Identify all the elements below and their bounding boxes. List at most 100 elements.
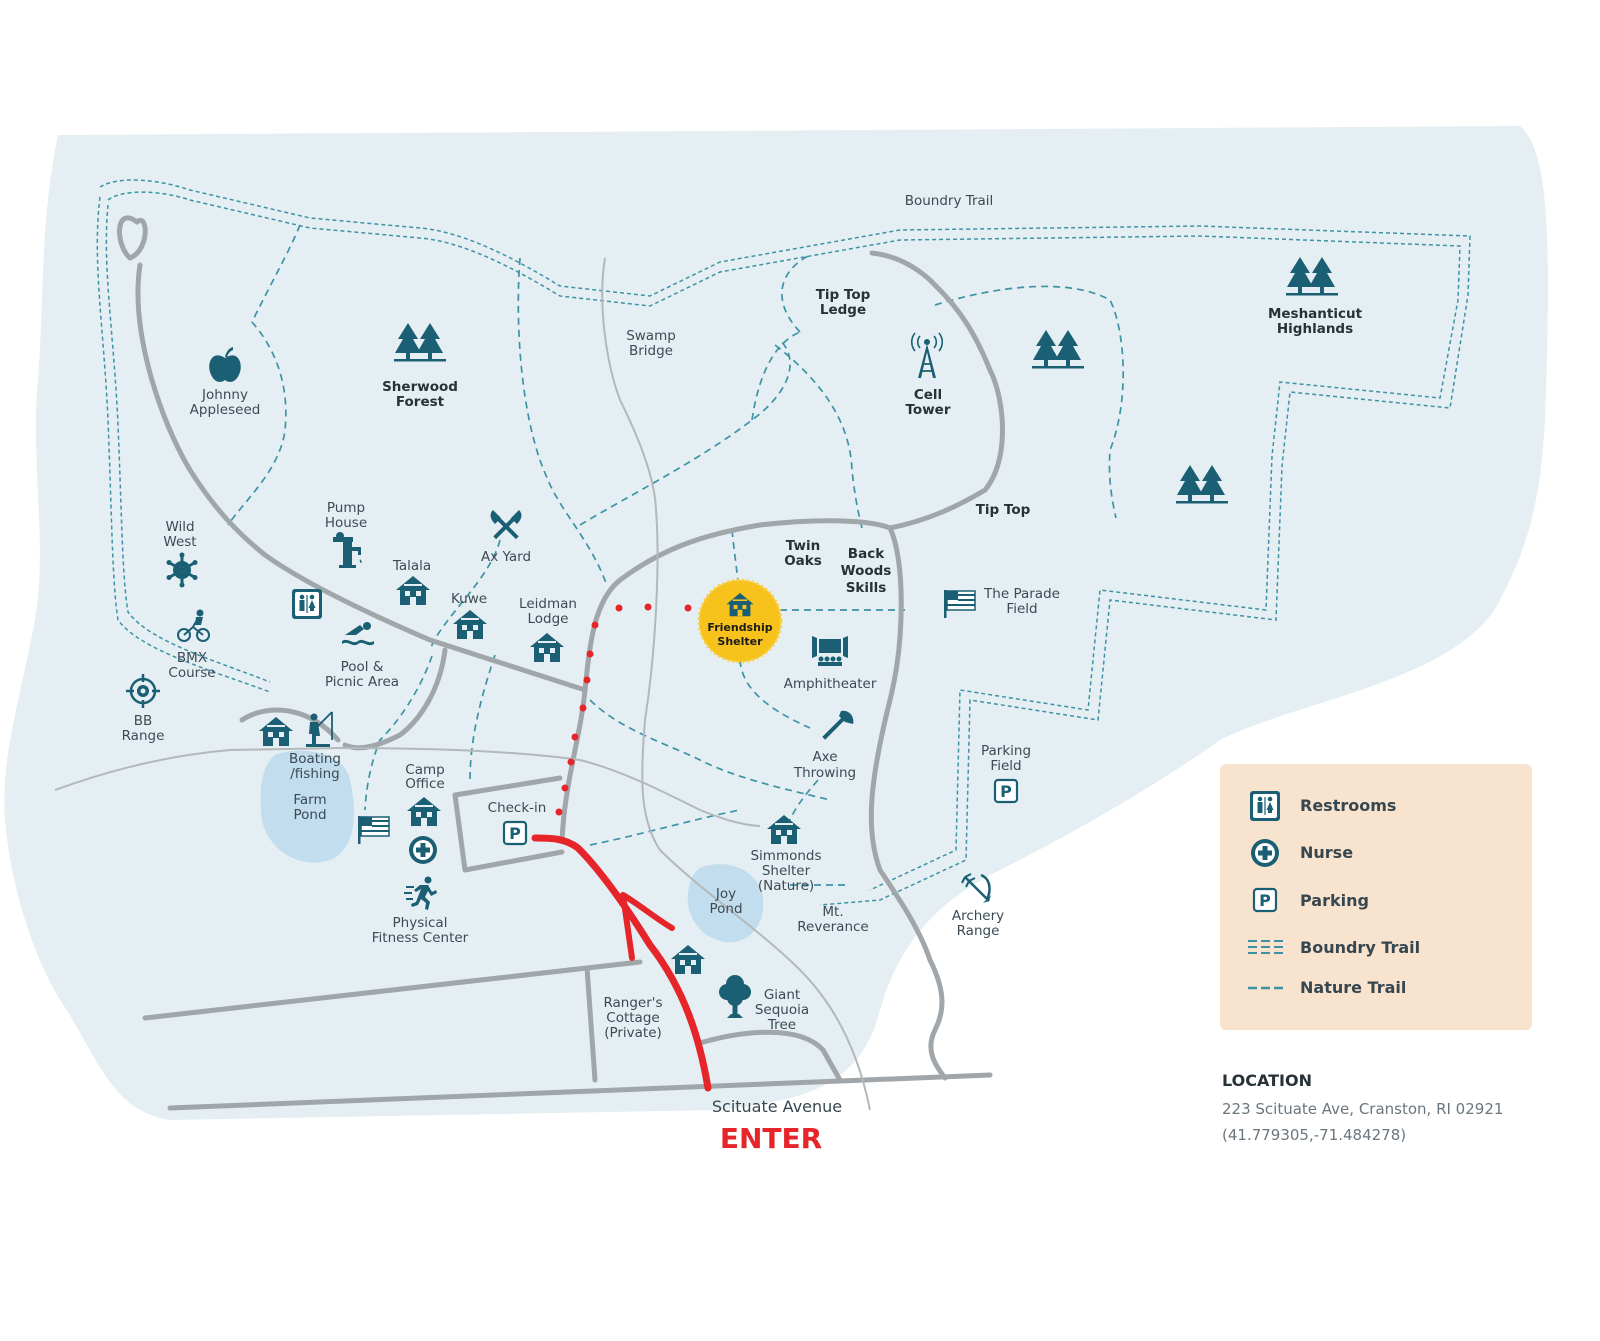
parking-field-parking-icon	[993, 778, 1019, 804]
location-coordinates: (41.779305,-71.484278)	[1222, 1126, 1406, 1144]
wild-west-label-1: Wild	[165, 519, 194, 535]
boundary-trail	[96, 179, 1471, 906]
bmx-label-1: BMX	[177, 650, 207, 666]
giant-sequoia-label-1: Giant	[764, 987, 800, 1003]
cell-tower-label-2: Tower	[906, 402, 951, 418]
legend-restrooms-label: Restrooms	[1300, 796, 1396, 815]
back-woods-label-3: Skills	[846, 580, 887, 596]
pool-picnic-label-2: Picnic Area	[325, 674, 399, 690]
joy-pond-label-2: Pond	[709, 901, 742, 917]
bb-range-label-2: Range	[122, 728, 165, 744]
giant-tree-icon	[719, 975, 751, 1018]
friendship-shelter-label-1: Friendship	[707, 621, 772, 634]
tip-top-label: Tip Top	[976, 502, 1031, 518]
red-dotted-path	[555, 603, 692, 816]
johnny-appleseed-label-2: Appleseed	[190, 402, 261, 418]
mt-reverance-label-2: Reverance	[797, 919, 868, 935]
legend: Restrooms Nurse Parking Boundry Trail Na…	[1220, 764, 1532, 1030]
swimmer-icon	[342, 622, 374, 646]
rangers-cottage-label-2: Cottage	[606, 1010, 659, 1026]
axe-throwing-label-2: Throwing	[793, 765, 856, 781]
twin-oaks-label-1: Twin	[786, 538, 820, 554]
parking-field-label-1: Parking	[981, 743, 1031, 759]
check-in-label: Check-in	[488, 800, 547, 816]
nature-trails	[227, 224, 1125, 886]
rangers-cottage-label-1: Ranger's	[603, 995, 662, 1011]
legend-parking-label: Parking	[1300, 891, 1369, 910]
friendship-shelter-highlight[interactable]: Friendship Shelter	[697, 578, 783, 664]
johnny-appleseed-label-1: Johnny	[201, 387, 248, 403]
leidman-lodge-label-1: Leidman	[519, 596, 577, 612]
location-address: 223 Scituate Ave, Cranston, RI 02921	[1222, 1100, 1503, 1118]
cell-tower-icon	[910, 332, 944, 378]
enter-label: ENTER	[720, 1122, 822, 1155]
red-arrow-head	[620, 892, 675, 961]
bmx-label-2: Course	[168, 665, 215, 681]
swamp-bridge-label-2: Bridge	[629, 343, 673, 359]
giant-sequoia-label-3: Tree	[767, 1017, 796, 1033]
restroom-icon	[292, 589, 322, 619]
bb-range-label-1: BB	[134, 713, 153, 729]
swamp-bridge-label-1: Swamp	[626, 328, 676, 344]
legend-nurse-icon	[1251, 839, 1279, 867]
nurse-icon	[409, 836, 437, 864]
legend-parking-icon	[1252, 887, 1278, 913]
location-block: LOCATION 223 Scituate Ave, Cranston, RI …	[1222, 1071, 1503, 1144]
axe-throwing-label-1: Axe	[812, 749, 837, 765]
simmonds-label-2: Shelter	[762, 863, 811, 879]
parade-field-label-1: The Parade	[983, 586, 1060, 602]
legend-boundary-trail-line	[1248, 940, 1286, 954]
camp-office-label-2: Office	[405, 776, 444, 792]
legend-boundry-trail-label: Boundry Trail	[1300, 938, 1420, 957]
farm-pond-label-1: Farm	[293, 792, 326, 808]
cell-tower-label-1: Cell	[914, 387, 942, 403]
amphitheater-label: Amphitheater	[784, 676, 877, 692]
tip-top-ledge-label-1: Tip Top	[816, 287, 871, 303]
twin-oaks-label-2: Oaks	[784, 553, 822, 569]
talala-label: Talala	[392, 558, 431, 574]
crosshair-target-icon	[126, 674, 160, 708]
joy-pond-label-1: Joy	[715, 886, 736, 902]
fishing-icon	[306, 711, 333, 747]
archery-label-2: Range	[957, 923, 1000, 939]
archery-label-1: Archery	[952, 908, 1004, 924]
sherwood-forest-label-2: Forest	[396, 394, 445, 410]
pool-picnic-label-1: Pool &	[341, 659, 384, 675]
red-route-annotation	[531, 603, 712, 1092]
archery-icon	[961, 873, 991, 903]
axe-icon	[822, 710, 854, 740]
legend-restroom-icon	[1250, 791, 1280, 821]
leidman-lodge-label-2: Lodge	[528, 611, 569, 627]
kuwe-label: Kuwe	[451, 591, 487, 607]
pump-house-label-2: House	[325, 515, 367, 531]
bmx-bike-icon	[177, 609, 210, 642]
boating-label-1: Boating	[289, 751, 341, 767]
parking-icon	[502, 820, 528, 846]
wild-west-label-2: West	[163, 534, 196, 550]
meshanticut-label-2: Highlands	[1277, 321, 1353, 337]
legend-nurse-label: Nurse	[1300, 843, 1353, 862]
apple-icon	[209, 347, 241, 382]
rangers-cottage-label-3: (Private)	[604, 1025, 662, 1041]
physical-fitness-label-2: Fitness Center	[372, 930, 469, 946]
back-woods-label-1: Back	[848, 546, 885, 562]
back-woods-label-2: Woods	[841, 563, 892, 579]
crossed-axes-icon	[490, 510, 522, 540]
farm-pond	[260, 750, 354, 863]
mt-reverance-label-1: Mt.	[822, 904, 843, 920]
friendship-shelter-label-2: Shelter	[717, 635, 763, 648]
scituate-avenue-label: Scituate Avenue	[712, 1097, 842, 1116]
amphitheater-icon	[812, 636, 848, 666]
legend-nature-trail-label: Nature Trail	[1300, 978, 1406, 997]
sheriff-star-icon	[166, 552, 198, 588]
friendship-shelter-cabin-icon	[726, 593, 754, 617]
physical-fitness-label-1: Physical	[393, 915, 448, 931]
location-title: LOCATION	[1222, 1071, 1312, 1090]
tip-top-ledge-label-2: Ledge	[820, 302, 866, 318]
water-pump-icon	[333, 532, 362, 568]
pump-house-label-1: Pump	[327, 500, 365, 516]
camp-office-label-1: Camp	[405, 762, 444, 778]
meshanticut-label-1: Meshanticut	[1268, 306, 1363, 322]
runner-icon	[404, 876, 437, 910]
